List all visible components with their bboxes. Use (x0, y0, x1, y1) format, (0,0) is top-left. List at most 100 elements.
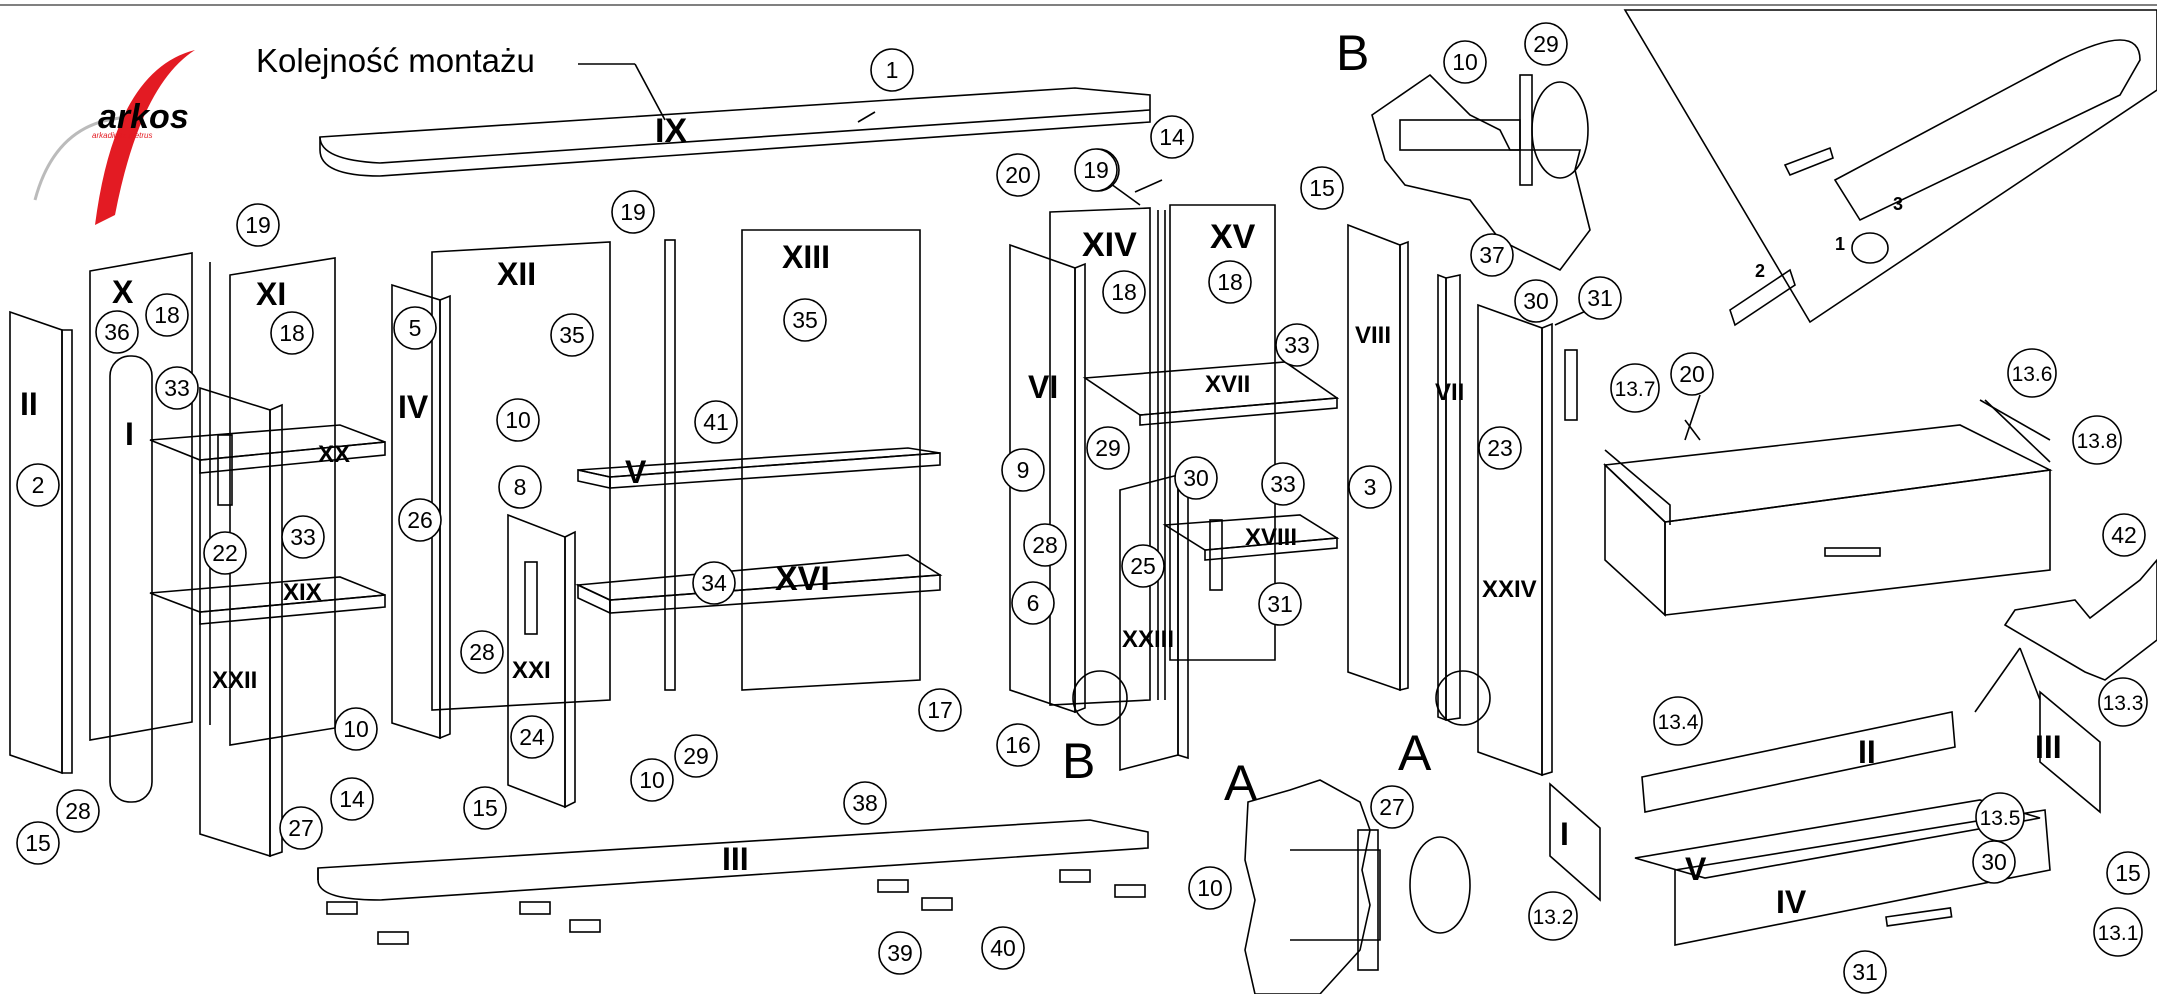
drawer-label-iv: IV (1776, 884, 1807, 920)
callout-circle (918, 688, 962, 732)
callout-number: 18 (279, 320, 305, 346)
callout-c132: 13.2 (1528, 891, 1578, 941)
label-xxiii: XXIII (1122, 626, 1174, 653)
callout-c41: 41 (694, 400, 738, 444)
callout-circle (2102, 513, 2146, 557)
callout-c31a: 31 (1258, 582, 1302, 626)
callout-c16: 16 (996, 723, 1040, 767)
callout-c18a: 18 (145, 293, 189, 337)
callout-number: 19 (620, 199, 646, 225)
label-xxiv: XXIV (1482, 576, 1537, 603)
callout-circle (95, 310, 139, 354)
callout-circle (398, 498, 442, 542)
callout-number: 19 (1083, 157, 1109, 183)
label-iii: III (722, 841, 749, 877)
callout-c10e: 10 (1188, 866, 1232, 910)
callout-c15b: 15 (463, 786, 507, 830)
callout-number: 3 (1364, 474, 1377, 500)
callout-number: 23 (1487, 435, 1513, 461)
drawer-label-ii: II (1858, 734, 1876, 770)
callout-c15c: 15 (1300, 166, 1344, 210)
callout-circle (1348, 465, 1392, 509)
label-ii: II (20, 386, 38, 422)
label-viii: VIII (1355, 322, 1391, 349)
callout-circle (1670, 352, 1714, 396)
view-label-a-left: A (1224, 755, 1258, 811)
callout-number: 27 (1379, 794, 1405, 820)
panel-xiii (741, 229, 921, 691)
callout-c39: 39 (878, 931, 922, 975)
callout-circle (1102, 270, 1146, 314)
label-vii: VII (1435, 379, 1464, 406)
callout-c31c: 31 (1843, 950, 1887, 994)
callout-circle (1174, 456, 1218, 500)
callout-number: 13.5 (1980, 807, 2021, 830)
callout-number: 30 (1523, 288, 1549, 314)
label-x: X (112, 274, 134, 310)
callout-number: 17 (927, 697, 953, 723)
callout-circle (203, 531, 247, 575)
callout-c33d: 33 (1261, 462, 1305, 506)
callout-c10d: 10 (1443, 40, 1487, 84)
callout-c15d: 15 (2106, 851, 2150, 895)
callout-number: 33 (1284, 332, 1310, 358)
label-i: I (125, 416, 134, 452)
callout-number: 37 (1479, 242, 1505, 268)
callout-number: 30 (1981, 849, 2007, 875)
callout-number: 10 (343, 716, 369, 742)
callout-c27b: 27 (1370, 785, 1414, 829)
callout-circle (56, 789, 100, 833)
callouts: 1191919183618233223315281027145351082628… (16, 22, 2150, 994)
view-label-b-bottom: B (1062, 733, 1095, 789)
callout-number: 2 (32, 472, 45, 498)
callout-number: 20 (1005, 162, 1031, 188)
drawer-front-ii (1641, 711, 1956, 813)
callout-circle (2098, 677, 2148, 727)
callout-number: 42 (2111, 522, 2137, 548)
detail-screw (1623, 9, 2157, 324)
callout-c136: 13.6 (2007, 348, 2057, 398)
callout-circle (334, 707, 378, 751)
callout-c134: 13.4 (1653, 696, 1703, 746)
callout-number: 20 (1679, 361, 1705, 387)
callout-c22: 22 (203, 531, 247, 575)
callout-number: 18 (1111, 279, 1137, 305)
callout-circle (1208, 260, 1252, 304)
callout-circle (1443, 40, 1487, 84)
callout-number: 10 (1197, 875, 1223, 901)
callout-circle (155, 366, 199, 410)
callout-number: 8 (514, 474, 527, 500)
callout-number: 41 (703, 409, 729, 435)
callout-number: 27 (288, 815, 314, 841)
callout-number: 29 (683, 743, 709, 769)
label-xvii: XVII (1205, 371, 1250, 398)
callout-circle (281, 515, 325, 559)
callout-number: 22 (212, 540, 238, 566)
post-19 (664, 239, 676, 691)
callout-circle (1258, 582, 1302, 626)
callout-c20b: 20 (1670, 352, 1714, 396)
callout-number: 13.4 (1658, 711, 1699, 734)
callout-c29b: 29 (1086, 426, 1130, 470)
callout-circle (1610, 363, 1660, 413)
callout-circle (1524, 22, 1568, 66)
callout-circle (1370, 785, 1414, 829)
callout-circle (1023, 523, 1067, 567)
callout-c33a: 33 (155, 366, 199, 410)
callout-circle (1478, 426, 1522, 470)
callout-c28a: 28 (56, 789, 100, 833)
callout-number: 35 (792, 307, 818, 333)
drawer-label-iii: III (2035, 729, 2062, 765)
callout-c135: 13.5 (1975, 792, 2025, 842)
callout-c35b: 35 (783, 298, 827, 342)
panel-x (89, 252, 193, 741)
callout-c137: 13.7 (1610, 363, 1660, 413)
callout-c24: 24 (510, 715, 554, 759)
panel-xv (1169, 204, 1276, 661)
callout-c20a: 20 (996, 153, 1040, 197)
callout-c1: 1 (870, 48, 914, 92)
detail-b-top (1371, 73, 1591, 272)
panel-i (109, 355, 153, 803)
label-xii: XII (497, 256, 536, 292)
drawer-box (1603, 424, 2053, 523)
